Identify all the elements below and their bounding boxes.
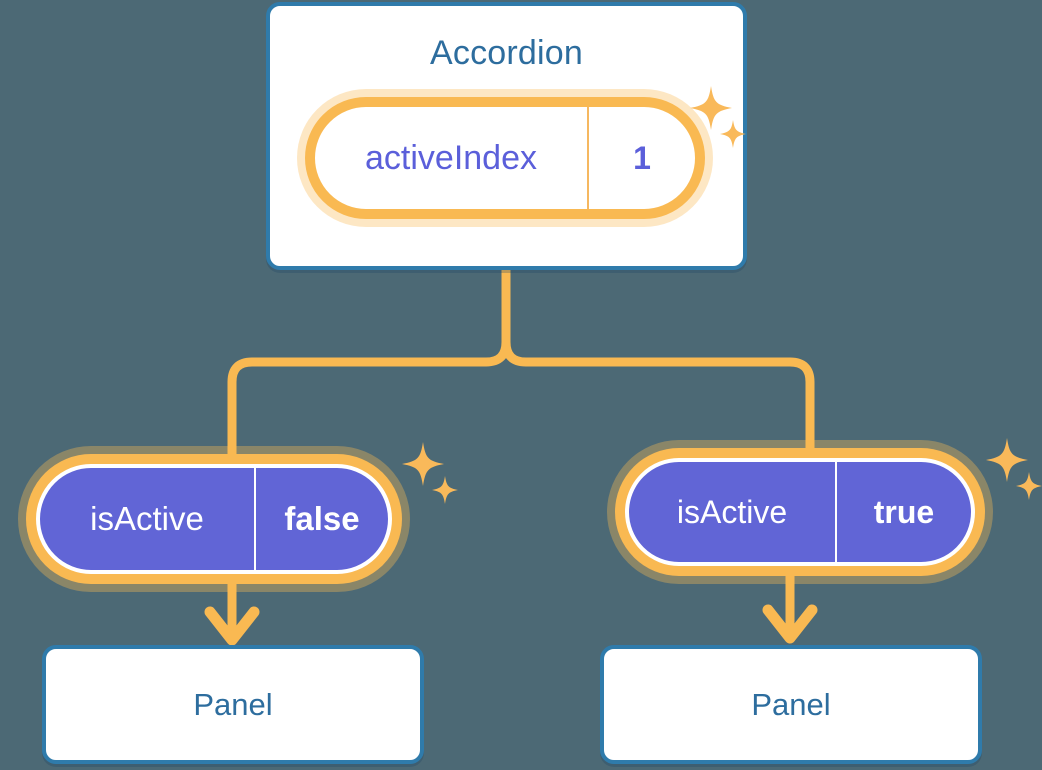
state-pill-active-index[interactable]: activeIndex 1 — [305, 97, 705, 219]
state-value-label: 1 — [633, 139, 651, 176]
panel-component-card-left[interactable]: Panel — [42, 645, 424, 764]
state-pill-divider — [587, 107, 589, 209]
state-pill-divider — [254, 468, 256, 570]
sparkle-four-point-small-icon — [1016, 472, 1042, 500]
sparkle-decoration-right — [982, 436, 1042, 511]
panel-title: Panel — [193, 686, 273, 722]
sparkle-four-point-large-icon — [986, 438, 1028, 482]
sparkle-four-point-large-icon — [402, 442, 444, 486]
state-key-label: isActive — [90, 500, 204, 537]
panel-component-card-right[interactable]: Panel — [600, 645, 982, 764]
state-value-label: true — [873, 493, 935, 530]
sparkle-four-point-small-icon — [432, 476, 458, 504]
accordion-title: Accordion — [430, 34, 583, 72]
state-pill-divider — [835, 462, 837, 562]
state-key-label: activeIndex — [365, 138, 537, 177]
arrow-down-icon-left — [204, 574, 260, 646]
state-pill-is-active-left[interactable]: isActive false — [36, 464, 392, 574]
panel-title: Panel — [751, 686, 831, 722]
arrow-down-icon-right — [762, 566, 818, 644]
state-key-label: isActive — [676, 493, 788, 530]
state-pill-is-active-right[interactable]: isActive true — [625, 458, 975, 566]
sparkle-decoration-left — [398, 440, 460, 515]
state-value-label: false — [284, 500, 360, 537]
connector-trunk-split — [227, 263, 815, 475]
